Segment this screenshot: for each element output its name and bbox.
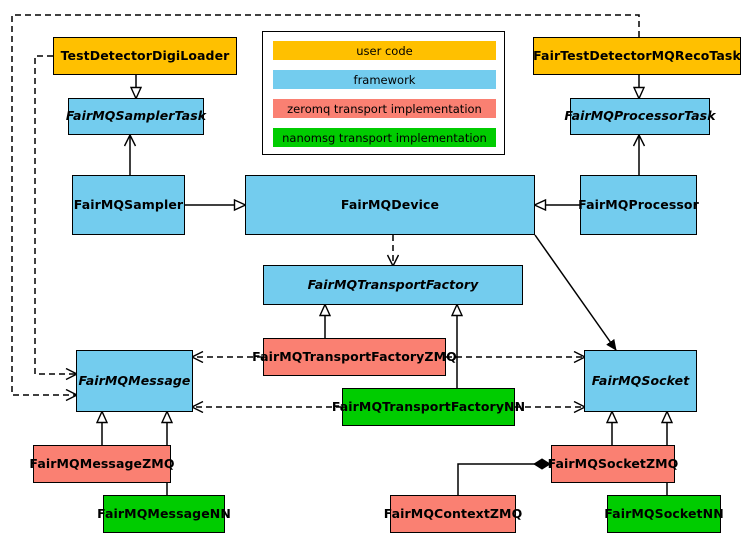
class-box-fairmqmessage[interactable]: FairMQMessage <box>76 350 193 412</box>
class-box-testdetectordigiloader[interactable]: TestDetectorDigiLoader <box>53 37 237 75</box>
class-box-fairmqsocketzmq[interactable]: FairMQSocketZMQ <box>548 445 678 483</box>
class-box-fairmqsocketnn[interactable]: FairMQSocketNN <box>604 495 724 533</box>
class-box-label: FairMQContextZMQ <box>383 505 523 521</box>
class-box-label: FairMQMessage <box>78 372 191 388</box>
class-box-label: FairMQDevice <box>340 196 440 212</box>
class-box-label: FairMQTransportFactory <box>307 276 479 292</box>
class-box-label: FairMQTransportFactoryZMQ <box>252 348 457 364</box>
class-box-fairmqprocessor[interactable]: FairMQProcessor <box>578 175 699 235</box>
class-box-label: FairMQProcessor <box>578 196 699 212</box>
class-box-label: FairMQMessageZMQ <box>29 455 175 471</box>
edge-contextzmq-to-socketzmq <box>457 458 551 495</box>
class-box-label: FairTestDetectorMQRecoTask <box>533 47 741 63</box>
class-box-label: FairMQSamplerTask <box>65 108 207 124</box>
class-box-fairtestdetectormqrecotask[interactable]: FairTestDetectorMQRecoTask <box>533 37 741 75</box>
class-box-label: FairMQSocketNN <box>604 505 724 521</box>
legend-item-nanomsg: nanomsg transport implementation <box>273 128 496 147</box>
legend-label-framework: framework <box>353 72 416 87</box>
edge-device-to-socket <box>534 234 617 350</box>
class-box-label: FairMQSocket <box>591 372 690 388</box>
class-box-fairmqsamplertask[interactable]: FairMQSamplerTask <box>65 98 207 135</box>
legend-label-zeromq: zeromq transport implementation <box>287 101 482 116</box>
class-box-fairmqtransportfactoryzmq[interactable]: FairMQTransportFactoryZMQ <box>252 338 457 376</box>
class-box-fairmqsampler[interactable]: FairMQSampler <box>72 175 185 235</box>
class-box-fairmqdevice[interactable]: FairMQDevice <box>245 175 535 235</box>
class-box-label: FairMQProcessorTask <box>564 108 716 124</box>
class-box-fairmqprocessortask[interactable]: FairMQProcessorTask <box>564 98 716 135</box>
class-box-fairmqcontextzmq[interactable]: FairMQContextZMQ <box>384 495 522 533</box>
class-box-fairmqmessagezmq[interactable]: FairMQMessageZMQ <box>29 445 174 483</box>
legend-label-nanomsg: nanomsg transport implementation <box>282 130 487 145</box>
legend-item-zeromq: zeromq transport implementation <box>273 99 496 118</box>
class-box-label: FairMQMessageNN <box>97 505 231 521</box>
class-box-label: FairMQSampler <box>73 196 184 212</box>
class-box-fairmqsocket[interactable]: FairMQSocket <box>584 350 697 412</box>
legend-item-user-code: user code <box>273 41 496 60</box>
class-box-fairmqtransportfactory[interactable]: FairMQTransportFactory <box>263 265 523 305</box>
class-box-label: FairMQTransportFactoryNN <box>331 398 526 414</box>
class-box-fairmqtransportfactorynn[interactable]: FairMQTransportFactoryNN <box>332 388 525 426</box>
legend-box: user code framework zeromq transport imp… <box>262 31 505 155</box>
class-box-label: FairMQSocketZMQ <box>547 455 679 471</box>
legend-item-framework: framework <box>273 70 496 89</box>
class-box-label: TestDetectorDigiLoader <box>60 47 230 63</box>
class-box-fairmqmessagenn[interactable]: FairMQMessageNN <box>97 495 231 533</box>
legend-label-user-code: user code <box>356 43 413 58</box>
